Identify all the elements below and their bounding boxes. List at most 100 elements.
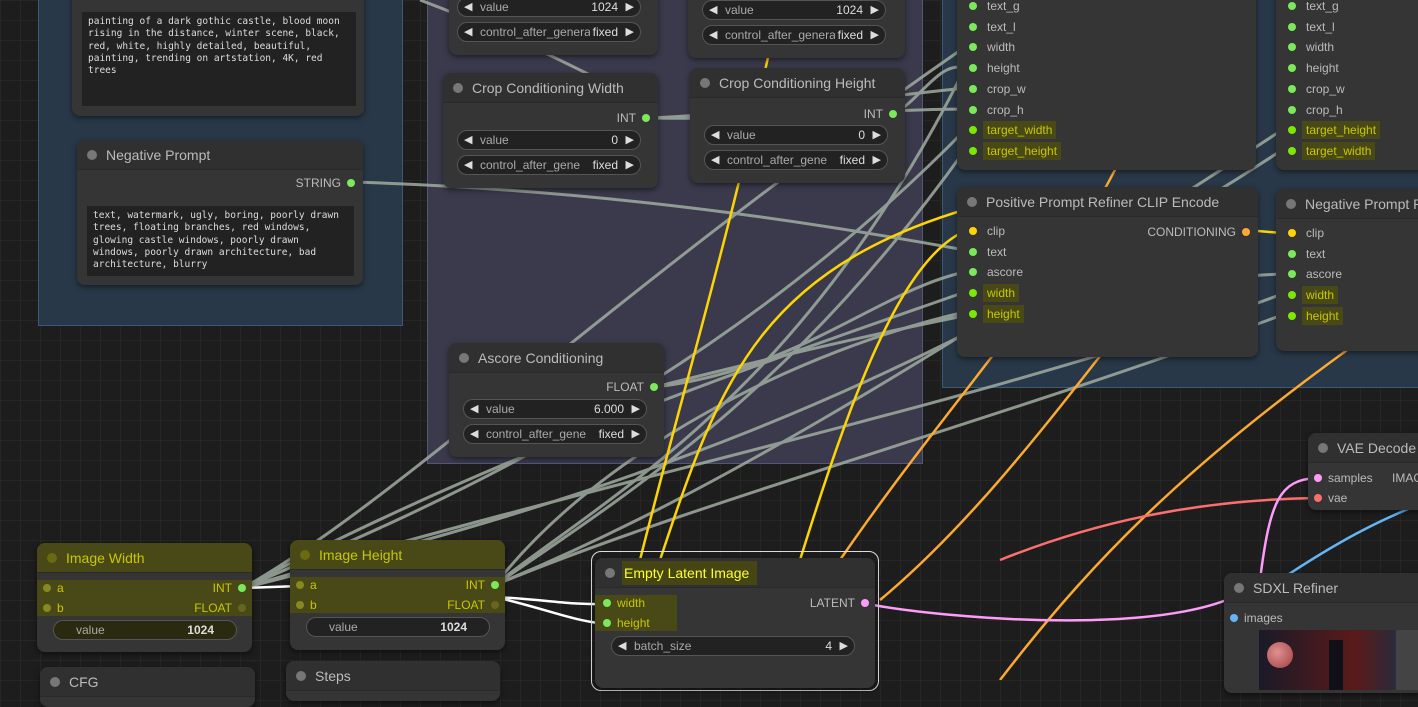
input-slot-target_height[interactable]: target_height bbox=[1288, 121, 1381, 140]
input-slot-text[interactable]: text bbox=[1288, 246, 1329, 262]
collapse-dot-icon[interactable] bbox=[300, 550, 310, 560]
input-slot-height[interactable]: height bbox=[1288, 60, 1343, 76]
collapse-dot-icon[interactable] bbox=[1286, 199, 1296, 209]
negative-prompt-node[interactable]: Negative Prompt STRING text, watermark, … bbox=[77, 140, 363, 285]
input-slot-ascore[interactable]: ascore bbox=[969, 264, 1027, 280]
steps-node[interactable]: Steps bbox=[286, 661, 500, 701]
input-slot-text_g[interactable]: text_g bbox=[969, 0, 1024, 14]
input-dot-icon[interactable] bbox=[969, 2, 977, 10]
collapse-dot-icon[interactable] bbox=[47, 553, 57, 563]
input-dot-icon[interactable] bbox=[1288, 84, 1296, 93]
input-dot-icon[interactable] bbox=[296, 581, 304, 589]
input-slot-ascore[interactable]: ascore bbox=[1288, 266, 1346, 282]
empty-latent-node[interactable]: Empty Latent Image width height LATENT ◀… bbox=[595, 558, 875, 688]
input-dot-icon[interactable] bbox=[1314, 494, 1322, 502]
input-slot-text_g[interactable]: text_g bbox=[1288, 0, 1343, 14]
input-dot-icon[interactable] bbox=[1314, 474, 1322, 482]
input-dot-icon[interactable] bbox=[969, 146, 977, 155]
output-dot-icon[interactable] bbox=[861, 599, 869, 607]
input-dot-icon[interactable] bbox=[43, 584, 51, 592]
sdxl-refiner-node[interactable]: SDXL Refiner images bbox=[1224, 573, 1418, 693]
output-dot-icon[interactable] bbox=[491, 581, 499, 589]
input-dot-icon[interactable] bbox=[1288, 249, 1296, 258]
negative-prompt-textarea[interactable]: text, watermark, ugly, boring, poorly dr… bbox=[87, 206, 354, 276]
refiner-positive-node[interactable]: Positive Prompt Refiner CLIP Encode COND… bbox=[957, 187, 1258, 357]
input-slot-crop_h[interactable]: crop_h bbox=[969, 102, 1028, 118]
input-dot-icon[interactable] bbox=[1288, 146, 1296, 155]
input-slot-text[interactable]: text bbox=[969, 244, 1010, 260]
input-slot-text_l[interactable]: text_l bbox=[969, 19, 1020, 35]
input-slot-target_height[interactable]: target_height bbox=[969, 141, 1062, 160]
collapse-dot-icon[interactable] bbox=[1234, 583, 1244, 593]
input-dot-icon[interactable] bbox=[969, 309, 977, 318]
output-dot-icon[interactable] bbox=[238, 604, 246, 612]
input-slot-clip[interactable]: clip bbox=[969, 223, 1009, 239]
collapse-dot-icon[interactable] bbox=[50, 677, 60, 687]
input-dot-icon[interactable] bbox=[969, 84, 977, 93]
input-slot-text_l[interactable]: text_l bbox=[1288, 19, 1339, 35]
input-dot-icon[interactable] bbox=[969, 289, 977, 298]
input-dot-icon[interactable] bbox=[603, 599, 611, 607]
input-slot-height[interactable]: height bbox=[969, 60, 1024, 76]
output-dot-icon[interactable] bbox=[491, 601, 499, 609]
input-dot-icon[interactable] bbox=[603, 619, 611, 627]
input-dot-icon[interactable] bbox=[969, 247, 977, 256]
cfg-node[interactable]: CFG bbox=[40, 667, 255, 707]
collapse-dot-icon[interactable] bbox=[967, 197, 977, 207]
input-dot-icon[interactable] bbox=[969, 105, 977, 114]
output-dot-icon[interactable] bbox=[1242, 228, 1250, 236]
collapse-dot-icon[interactable] bbox=[1318, 443, 1328, 453]
input-dot-icon[interactable] bbox=[1288, 105, 1296, 114]
input-slot-crop_h[interactable]: crop_h bbox=[1288, 102, 1347, 118]
preview-image[interactable] bbox=[1259, 630, 1418, 690]
input-dot-icon[interactable] bbox=[1288, 291, 1296, 300]
input-slot-crop_w[interactable]: crop_w bbox=[969, 81, 1030, 97]
output-dot-icon[interactable] bbox=[650, 383, 658, 391]
input-dot-icon[interactable] bbox=[1288, 43, 1296, 52]
vae-decode-node[interactable]: VAE Decode samples IMAG vae bbox=[1308, 433, 1418, 510]
input-slot-clip[interactable]: clip bbox=[1288, 225, 1328, 241]
input-dot-icon[interactable] bbox=[1230, 614, 1238, 622]
output-dot-icon[interactable] bbox=[347, 179, 355, 187]
collapse-dot-icon[interactable] bbox=[453, 83, 463, 93]
input-slot-height[interactable]: height bbox=[969, 304, 1024, 323]
collapse-dot-icon[interactable] bbox=[459, 353, 469, 363]
input-dot-icon[interactable] bbox=[1288, 229, 1296, 237]
collapse-dot-icon[interactable] bbox=[296, 671, 306, 681]
input-slot-width[interactable]: width bbox=[969, 39, 1019, 55]
collapse-dot-icon[interactable] bbox=[700, 78, 710, 88]
input-dot-icon[interactable] bbox=[43, 604, 51, 612]
input-dot-icon[interactable] bbox=[969, 126, 977, 135]
input-slot-width[interactable]: width bbox=[1288, 286, 1339, 305]
input-dot-icon[interactable] bbox=[969, 22, 977, 31]
input-dot-icon[interactable] bbox=[1288, 2, 1296, 10]
input-dot-icon[interactable] bbox=[1288, 64, 1296, 73]
output-dot-icon[interactable] bbox=[889, 110, 897, 118]
positive-prompt-textarea[interactable]: painting of a dark gothic castle, blood … bbox=[82, 12, 356, 106]
input-dot-icon[interactable] bbox=[296, 601, 304, 609]
input-dot-icon[interactable] bbox=[969, 268, 977, 277]
input-dot-icon[interactable] bbox=[1288, 22, 1296, 31]
input-dot-icon[interactable] bbox=[969, 227, 977, 235]
input-dot-icon[interactable] bbox=[1288, 126, 1296, 135]
input-dot-icon[interactable] bbox=[1288, 270, 1296, 279]
input-slot-crop_w[interactable]: crop_w bbox=[1288, 81, 1349, 97]
output-dot-icon[interactable] bbox=[642, 114, 650, 122]
